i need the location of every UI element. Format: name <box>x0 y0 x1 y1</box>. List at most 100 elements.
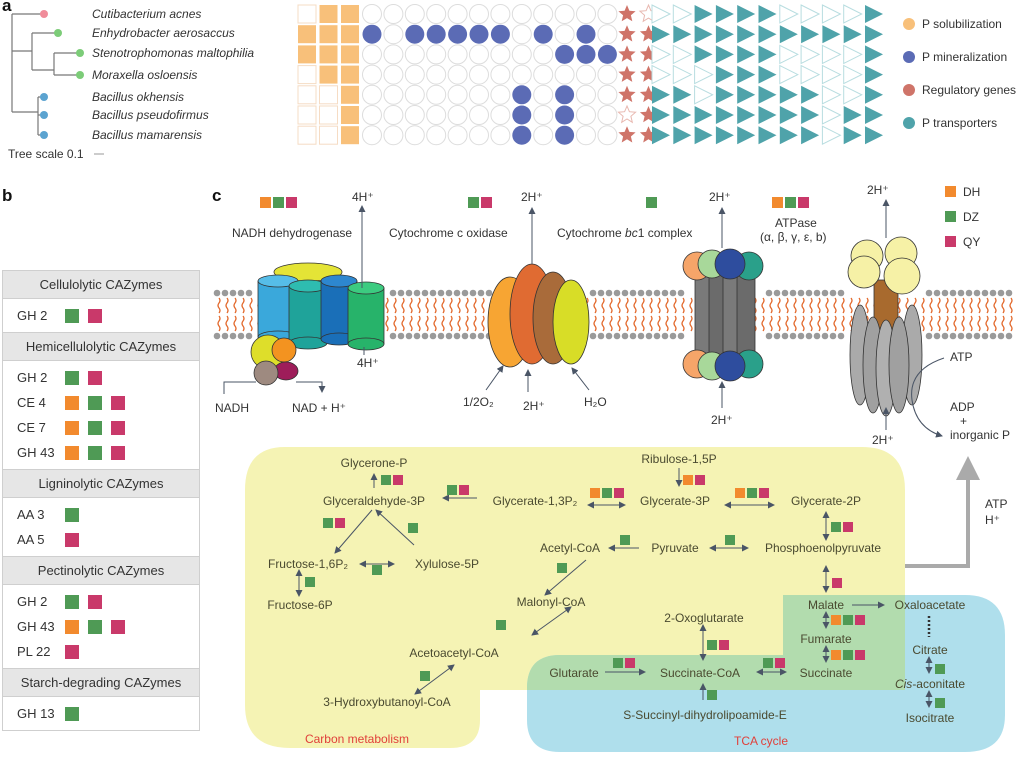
p-mineralization-cell <box>405 24 425 44</box>
tree-leaf-node <box>40 111 48 119</box>
p-mineralization-cell <box>554 4 575 24</box>
reaction-sample-dz <box>620 535 630 545</box>
p-transporter-cell <box>821 105 842 125</box>
p-mineralization-cell <box>597 125 618 146</box>
cazyme-family: GH 43 <box>17 445 55 460</box>
cytochrome-bc1-complex <box>682 248 764 382</box>
cox-sample-dz <box>468 197 479 208</box>
metabolite-glutarate: Glutarate <box>549 666 599 680</box>
p-transporter-cell <box>843 84 863 105</box>
metabolite-succinate-coa: Succinate-CoA <box>660 666 740 680</box>
metabolite-citrate: Citrate <box>912 643 948 657</box>
metabolite-pyruvate: Pyruvate <box>651 541 699 555</box>
nadh-dehydrogenase-label: NADH dehydrogenase <box>232 226 352 240</box>
p-mineralization-cell <box>447 84 468 105</box>
sample-marker-qy <box>111 445 125 460</box>
p-mineralization-cell <box>490 64 511 85</box>
p-mineralization-cell <box>447 105 468 125</box>
cazyme-row: GH 2 <box>3 589 199 614</box>
legend-swatch-qy <box>945 236 956 247</box>
inorganic-p-label: inorganic P <box>950 428 1010 442</box>
p-mineralization-cell <box>469 84 489 105</box>
p-transporter-cell <box>673 126 692 145</box>
bc1-sample-dz <box>646 197 657 208</box>
p-transporter-cell <box>715 65 734 84</box>
regulatory-gene-cell <box>618 65 636 82</box>
cazyme-group-title: Cellulolytic CAZymes <box>3 271 199 299</box>
p-mineralization-cell <box>576 105 596 125</box>
sample-marker-qy <box>111 420 125 435</box>
p-mineralization-cell <box>426 125 447 146</box>
cazyme-family: PL 22 <box>17 644 51 659</box>
plus-sign: + <box>960 414 967 428</box>
p-transporter-cell <box>779 44 799 65</box>
reaction-sample-qy <box>393 475 403 485</box>
proton-arrows <box>223 199 945 438</box>
tree-leaf-node <box>40 93 48 101</box>
p-mineralization-cell <box>404 4 425 24</box>
p-mineralization-cell <box>362 64 382 85</box>
p-solubilization-cell <box>341 85 359 104</box>
panel-b-label: b <box>2 186 13 205</box>
metabolite-cis-aconitate: Cis-aconitate <box>895 677 965 691</box>
p-transporter-cell <box>694 126 713 145</box>
p-mineralization-cell <box>512 125 532 145</box>
p-mineralization-cell <box>555 105 575 125</box>
p-transporter-cell <box>800 44 821 65</box>
p-mineralization-cell <box>533 84 554 105</box>
p-transporter-cell <box>672 4 693 24</box>
reaction-sample-dz <box>725 535 735 545</box>
metabolite-fumarate: Fumarate <box>800 632 852 646</box>
panel-a-label: a <box>2 0 12 15</box>
reaction-sample-dz <box>305 577 315 587</box>
p-mineralization-cell <box>362 84 382 105</box>
bc1-out-proton: 2H⁺ <box>709 190 731 204</box>
p-transporter-cell <box>737 106 756 124</box>
sample-marker-dz <box>65 706 79 721</box>
cazyme-family: AA 5 <box>17 532 45 547</box>
sample-marker-dh <box>65 395 79 410</box>
p-transporter-cell <box>694 5 713 23</box>
atpase-out-proton: 2H⁺ <box>867 183 889 197</box>
metabolite-succinate: Succinate <box>800 666 853 680</box>
p-mineralization-cell <box>447 44 468 65</box>
reaction-sample-dh <box>735 488 745 498</box>
p-mineralization-cell <box>383 44 404 65</box>
p-solubilization-cell <box>341 45 359 64</box>
metabolite-glyceraldehyde-3p: Glyceraldehyde-3P <box>323 494 425 508</box>
p-mineralization-cell <box>533 4 554 24</box>
reaction-sample-dh <box>831 650 841 660</box>
p-mineralization-cell <box>597 4 618 24</box>
nadh-product: NAD + H⁺ <box>292 401 346 415</box>
metabolite-oxaloacetate: Oxaloacetate <box>895 598 966 612</box>
reaction-sample-dz <box>935 664 945 674</box>
p-transporter-cell <box>694 25 713 44</box>
p-transporter-cell <box>694 45 713 64</box>
p-transporter-cell <box>694 106 713 124</box>
sample-marker-dz <box>65 594 79 609</box>
p-transporter-cell <box>843 4 863 24</box>
p-mineralization-cell <box>533 64 554 85</box>
atpase-subunits: (α, β, γ, ε, b) <box>760 230 827 244</box>
p-mineralization-cell <box>404 125 425 146</box>
reaction-sample-dz <box>707 690 717 700</box>
reaction-sample-qy <box>625 658 635 668</box>
p-mineralization-cell <box>469 125 489 146</box>
legend-label: DH <box>963 185 980 199</box>
cox-water: H₂O <box>584 395 607 409</box>
legend-label: P mineralization <box>922 50 1007 64</box>
p-transporter-cell <box>865 65 883 84</box>
reaction-sample-qy <box>614 488 624 498</box>
p-transporter-cell <box>715 85 734 104</box>
metabolite-isocitrate: Isocitrate <box>906 711 955 725</box>
pathway-arrows <box>295 468 933 708</box>
metabolite-phosphoenolpyruvate: Phosphoenolpyruvate <box>765 541 881 555</box>
metabolite-ribulose-15p: Ribulose-1,5P <box>641 452 716 466</box>
p-mineralization-cell <box>511 44 532 65</box>
metabolite-glycerate-13p2: Glycerate-1,3P₂ <box>493 494 578 508</box>
p-transporter-cell <box>715 126 734 145</box>
p-mineralization-cell <box>554 64 575 85</box>
cytochrome-c-oxidase-complex <box>487 263 590 368</box>
